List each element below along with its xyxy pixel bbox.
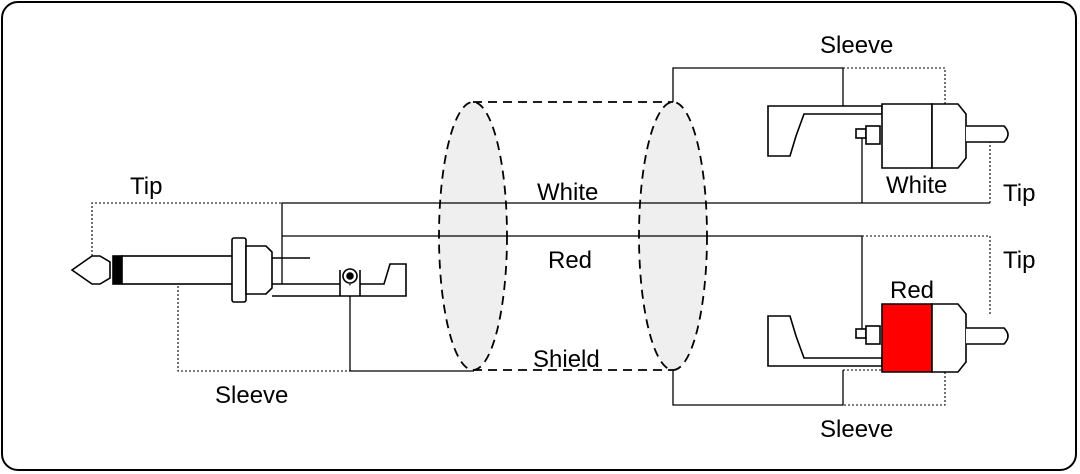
trs-jack-plug-icon xyxy=(70,237,407,303)
sleeve-guide-left xyxy=(177,282,350,372)
sleeve-guide-top-right xyxy=(843,67,946,105)
label-sleeve-left: Sleeve xyxy=(215,382,288,409)
shield-wire-bottom xyxy=(672,370,844,406)
shield-wire-top xyxy=(672,67,844,106)
dotted-guides xyxy=(91,67,991,406)
rca-plug-red-icon xyxy=(767,303,1009,373)
label-red-wire: Red xyxy=(548,247,592,274)
red-plug-band xyxy=(881,303,933,373)
label-sleeve-top-right: Sleeve xyxy=(820,32,893,59)
white-wire xyxy=(281,202,990,284)
label-tip-right-lower: Tip xyxy=(1003,247,1035,274)
label-white-plug: White xyxy=(886,172,947,199)
tip-guide-lower-right xyxy=(862,235,991,316)
sleeve-guide-bottom-right xyxy=(843,369,946,406)
label-tip-left: Tip xyxy=(130,173,162,200)
rca-plug-white-icon xyxy=(767,103,1009,169)
label-red-plug: Red xyxy=(890,277,934,304)
tip-guide-upper-right xyxy=(862,140,991,204)
label-white-wire: White xyxy=(537,179,598,206)
label-tip-right-upper: Tip xyxy=(1003,180,1035,207)
label-sleeve-bottom-right: Sleeve xyxy=(820,416,893,443)
tip-guide-left xyxy=(91,202,282,256)
label-shield-wire: Shield xyxy=(533,346,600,373)
